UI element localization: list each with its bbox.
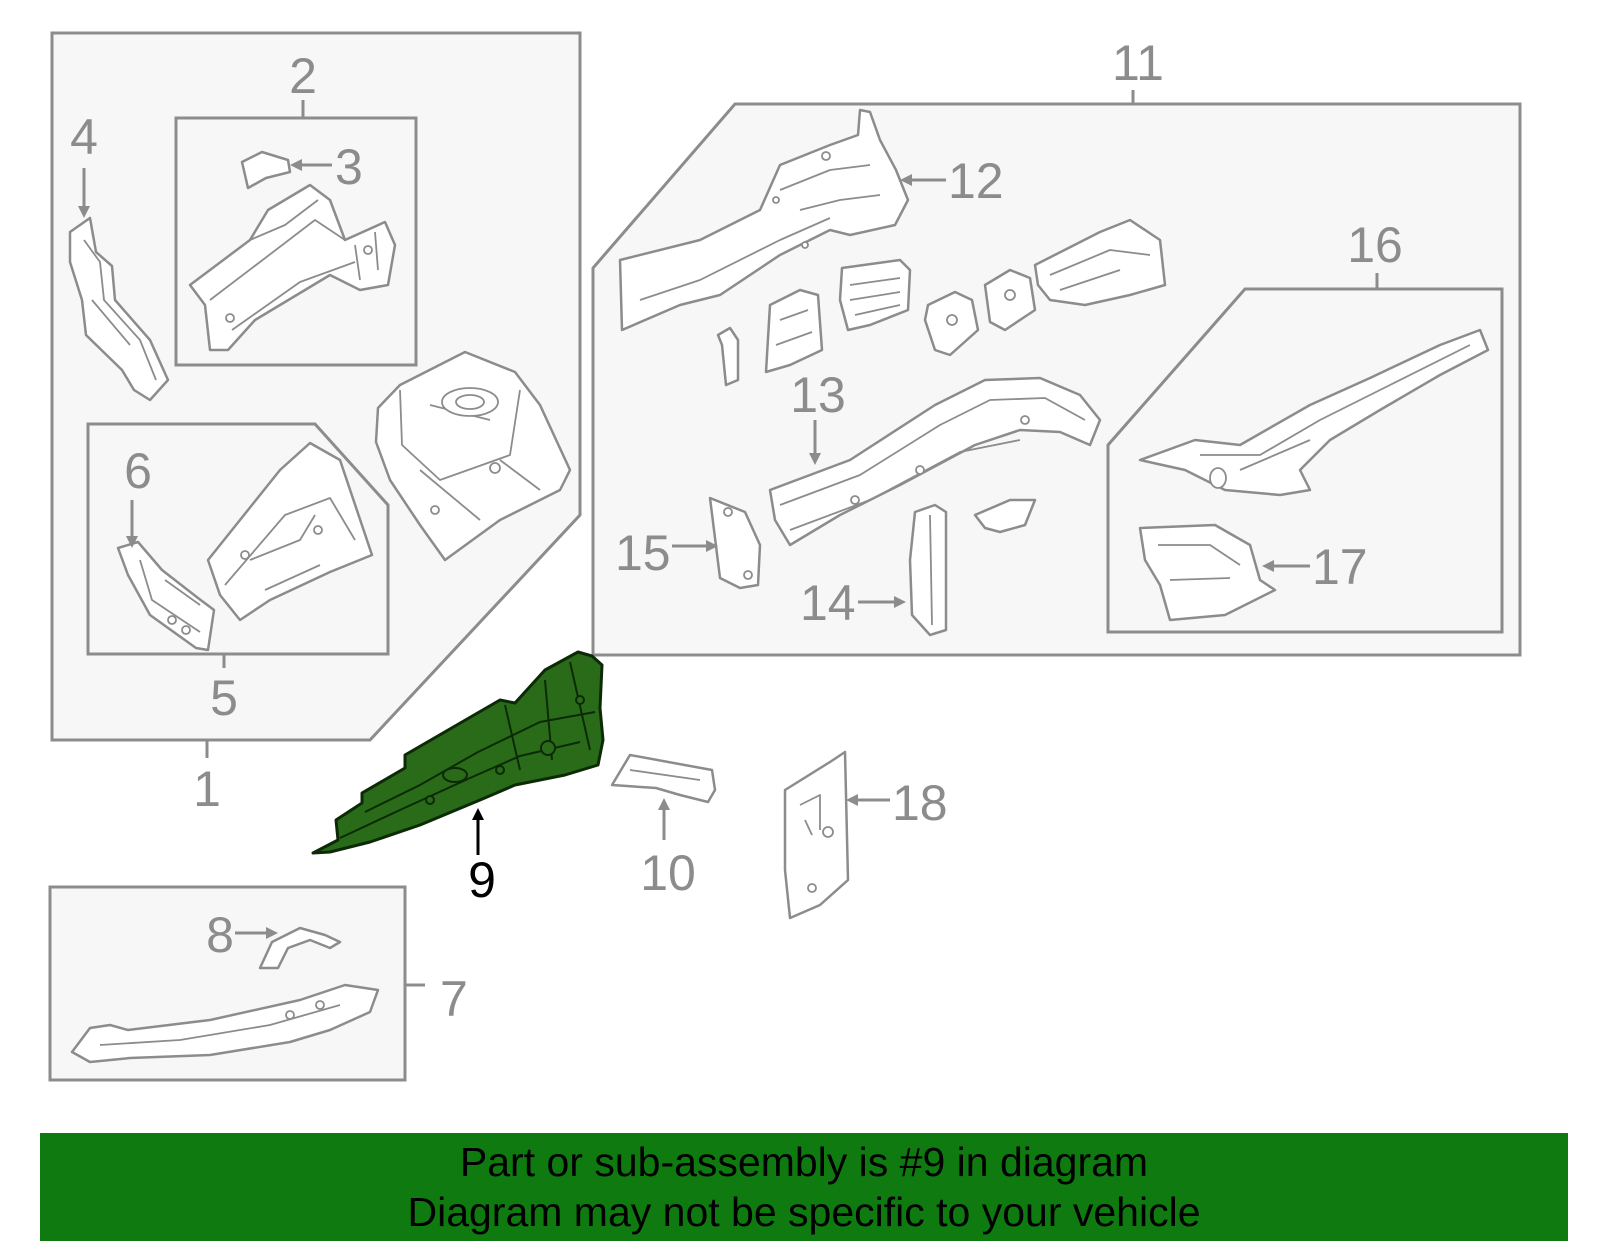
callout-13[interactable]: 13	[790, 367, 846, 423]
part-17[interactable]	[1138, 523, 1277, 622]
part-14[interactable]	[908, 503, 948, 637]
callout-9[interactable]: 9	[468, 852, 496, 908]
leader-lines	[78, 90, 1379, 987]
callout-5[interactable]: 5	[210, 670, 238, 726]
callout-11[interactable]: 11	[1112, 35, 1164, 91]
part-15[interactable]	[708, 496, 762, 590]
part-7-beam[interactable]	[70, 983, 380, 1064]
part-4[interactable]	[68, 216, 170, 402]
part-8[interactable]	[258, 926, 342, 970]
part-16-rail[interactable]	[1138, 328, 1490, 497]
bracket-small-3[interactable]	[838, 258, 912, 332]
part-3[interactable]	[240, 150, 292, 190]
part-6[interactable]	[116, 540, 216, 652]
part-9-highlighted[interactable]	[311, 650, 605, 855]
part-5-panel[interactable]	[206, 441, 374, 622]
callout-16[interactable]: 16	[1347, 217, 1403, 273]
part-10[interactable]	[610, 753, 717, 804]
callout-10[interactable]: 10	[640, 845, 696, 901]
bracket-small-5[interactable]	[983, 268, 1037, 332]
callout-15[interactable]: 15	[615, 525, 671, 581]
callout-6[interactable]: 6	[124, 443, 152, 499]
callout-7[interactable]: 7	[440, 971, 468, 1027]
part-2-assembly[interactable]	[188, 183, 397, 352]
callout-labels: 1 2 3 4 5 6 7 8 9 10 11 12 13 14 15 16 1…	[70, 35, 1403, 1027]
callout-4[interactable]: 4	[70, 109, 98, 165]
strut-tower[interactable]	[374, 350, 572, 562]
part-13-rail[interactable]	[768, 376, 1102, 547]
bracket-small-4[interactable]	[923, 290, 980, 357]
callout-12[interactable]: 12	[948, 153, 1004, 209]
callout-18[interactable]: 18	[892, 775, 948, 831]
bracket-small-1[interactable]	[716, 326, 740, 387]
callout-2[interactable]: 2	[289, 48, 317, 104]
callout-3[interactable]: 3	[335, 139, 363, 195]
bracket-cup[interactable]	[973, 498, 1037, 534]
callout-8[interactable]: 8	[206, 907, 234, 963]
bracket-small-2[interactable]	[764, 288, 824, 374]
bracket-small-6[interactable]	[1033, 218, 1167, 307]
callout-1[interactable]: 1	[193, 761, 221, 817]
banner-line-2: Diagram may not be specific to your vehi…	[407, 1189, 1201, 1235]
part-18[interactable]	[783, 750, 850, 920]
info-banner: Part or sub-assembly is #9 in diagram Di…	[40, 1133, 1568, 1241]
callout-17[interactable]: 17	[1312, 539, 1368, 595]
part-12[interactable]	[618, 108, 910, 332]
callout-14[interactable]: 14	[800, 575, 856, 631]
banner-line-1: Part or sub-assembly is #9 in diagram	[459, 1139, 1149, 1185]
